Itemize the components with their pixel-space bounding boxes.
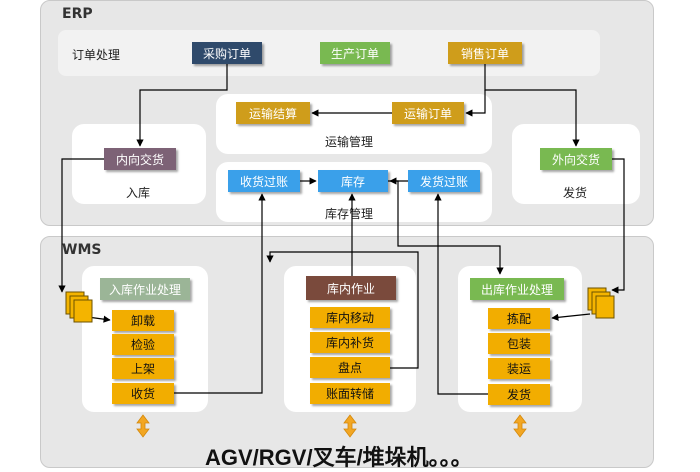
inbound-step[interactable]: 检验	[112, 334, 174, 355]
order-processing-label: 订单处理	[72, 48, 121, 62]
outbound-step[interactable]: 拣配	[488, 308, 550, 329]
internal-step[interactable]: 库内补货	[310, 332, 390, 353]
receive-post-node[interactable]: 收货过账	[228, 170, 300, 192]
outbound-document-icon	[587, 287, 615, 319]
transport-order-node[interactable]: 运输订单	[392, 102, 464, 124]
stock-node[interactable]: 库存	[318, 170, 388, 192]
inbound-delivery-to-wms-connector	[58, 158, 104, 293]
outbound-delivery-to-wms-connector	[611, 158, 625, 294]
sales-to-transport-order-connector	[465, 90, 486, 117]
outbound-double-arrow-icon	[513, 414, 527, 438]
outbound-label: 发货	[563, 186, 588, 200]
purchase-order-node[interactable]: 采购订单	[192, 42, 262, 64]
issue-post-node[interactable]: 发货过账	[408, 170, 480, 192]
transport-settlement-node[interactable]: 运输结算	[236, 102, 310, 124]
outbound-step[interactable]: 发货	[488, 384, 550, 405]
internal-step[interactable]: 盘点	[310, 357, 390, 378]
erp-title: ERP	[62, 6, 93, 22]
wms-title: WMS	[62, 242, 102, 258]
outbound-step[interactable]: 包装	[488, 333, 550, 354]
stocktake-connector	[266, 251, 419, 369]
outbound-ops-header: 出库作业处理	[470, 278, 564, 300]
stock-to-outbound-connector	[388, 180, 504, 275]
inbound-step[interactable]: 收货	[112, 383, 174, 404]
inbound-double-arrow-icon	[136, 414, 150, 438]
inbound-ops-header: 入库作业处理	[100, 278, 190, 300]
sales-to-outbound-connector	[484, 64, 580, 147]
inventory-management-label: 库存管理	[325, 207, 374, 221]
internal-ops-header: 库内作业	[306, 276, 396, 300]
inbound-delivery-node[interactable]: 内向交货	[104, 148, 176, 170]
sales-order-node[interactable]: 销售订单	[448, 42, 522, 64]
outbound-delivery-node[interactable]: 外向交货	[540, 148, 612, 170]
inbound-label: 入库	[126, 186, 151, 200]
transport-management-label: 运输管理	[325, 135, 374, 149]
inbound-step[interactable]: 上架	[112, 358, 174, 379]
outbound-step[interactable]: 装运	[488, 358, 550, 379]
inbound-step[interactable]: 卸载	[112, 310, 174, 331]
equipment-label: AGV/RGV/叉车/堆垛机。。。	[205, 445, 473, 470]
internal-step[interactable]: 库内移动	[310, 307, 390, 328]
receipt-to-receive-post-connector	[174, 193, 266, 394]
internal-double-arrow-icon	[343, 414, 357, 438]
production-order-node[interactable]: 生产订单	[320, 42, 390, 64]
inbound-document-icon	[65, 291, 93, 323]
purchase-to-inbound-connector	[136, 64, 228, 147]
internal-step[interactable]: 账面转储	[310, 383, 390, 404]
document-to-pick-connector	[551, 313, 591, 321]
ship-to-issue-post-connector	[434, 193, 488, 395]
